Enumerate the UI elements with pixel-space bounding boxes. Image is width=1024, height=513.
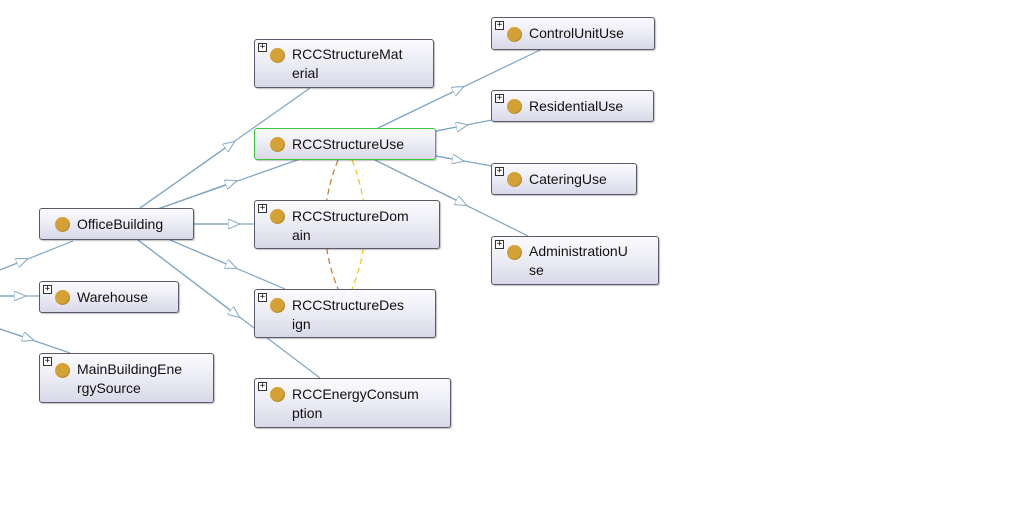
class-icon <box>507 245 522 260</box>
expand-icon[interactable]: + <box>495 166 504 176</box>
class-node-residential-use[interactable]: + ResidentialUse <box>491 90 654 122</box>
class-node-rcc-structure-material[interactable]: + RCCStructureMat erial <box>254 39 434 88</box>
expand-icon[interactable]: + <box>43 356 52 366</box>
edge-arrow <box>0 259 27 271</box>
class-icon <box>270 209 285 224</box>
class-icon <box>55 290 70 305</box>
class-node-warehouse[interactable]: + Warehouse <box>39 281 179 313</box>
edge-arrow <box>137 239 239 317</box>
node-label: RCCStructureMat erial <box>292 46 403 81</box>
expand-icon[interactable]: + <box>495 93 504 103</box>
node-label: MainBuildingEne rgySource <box>77 361 183 396</box>
class-node-rcc-energy-consumption[interactable]: + RCCEnergyConsum ption <box>254 378 451 428</box>
edge-arrow <box>377 87 463 129</box>
edge-arrow <box>374 159 466 205</box>
class-node-rcc-structure-design[interactable]: + RCCStructureDes ign <box>254 289 436 338</box>
expand-icon[interactable]: + <box>495 239 504 249</box>
node-label: RCCStructureDom ain <box>292 208 409 243</box>
edge-arrow <box>435 156 463 161</box>
class-node-main-building-energy-source[interactable]: + MainBuildingEne rgySource <box>39 353 214 403</box>
class-icon <box>270 137 285 152</box>
expand-icon[interactable]: + <box>258 42 267 52</box>
node-label: AdministrationU se <box>529 243 628 278</box>
class-icon <box>270 298 285 313</box>
edge-arrow <box>0 328 33 340</box>
class-icon <box>55 217 70 232</box>
node-label: OfficeBuilding <box>77 216 164 232</box>
node-label: ControlUnitUse <box>529 25 624 41</box>
dashed-connector-yellow <box>351 159 366 290</box>
expand-icon[interactable]: + <box>258 292 267 302</box>
class-icon <box>507 99 522 114</box>
expand-icon[interactable]: + <box>43 284 52 294</box>
class-icon <box>55 363 70 378</box>
node-label: RCCStructureUse <box>292 136 405 152</box>
dashed-connector-orange <box>324 159 339 290</box>
node-label: Warehouse <box>77 289 149 305</box>
class-node-office-building[interactable]: OfficeBuilding <box>39 208 194 240</box>
class-icon <box>507 27 522 42</box>
class-node-rcc-structure-use[interactable]: RCCStructureUse <box>254 128 436 160</box>
node-label: ResidentialUse <box>529 98 624 114</box>
class-node-rcc-structure-domain[interactable]: + RCCStructureDom ain <box>254 200 440 249</box>
edge-arrow <box>139 142 234 209</box>
class-node-control-unit-use[interactable]: + ControlUnitUse <box>491 17 655 50</box>
node-label: CateringUse <box>529 171 607 187</box>
edge-arrow <box>169 239 236 268</box>
class-node-catering-use[interactable]: + CateringUse <box>491 163 637 195</box>
class-icon <box>270 387 285 402</box>
expand-icon[interactable]: + <box>258 381 267 391</box>
expand-icon[interactable]: + <box>258 203 267 213</box>
edge-arrow <box>154 181 236 211</box>
edge-arrow <box>435 125 467 131</box>
expand-icon[interactable]: + <box>495 20 504 30</box>
node-label: RCCEnergyConsum ption <box>292 386 419 421</box>
class-node-administration-use[interactable]: + AdministrationU se <box>491 236 659 285</box>
class-icon <box>270 48 285 63</box>
class-icon <box>507 172 522 187</box>
node-label: RCCStructureDes ign <box>292 297 405 332</box>
